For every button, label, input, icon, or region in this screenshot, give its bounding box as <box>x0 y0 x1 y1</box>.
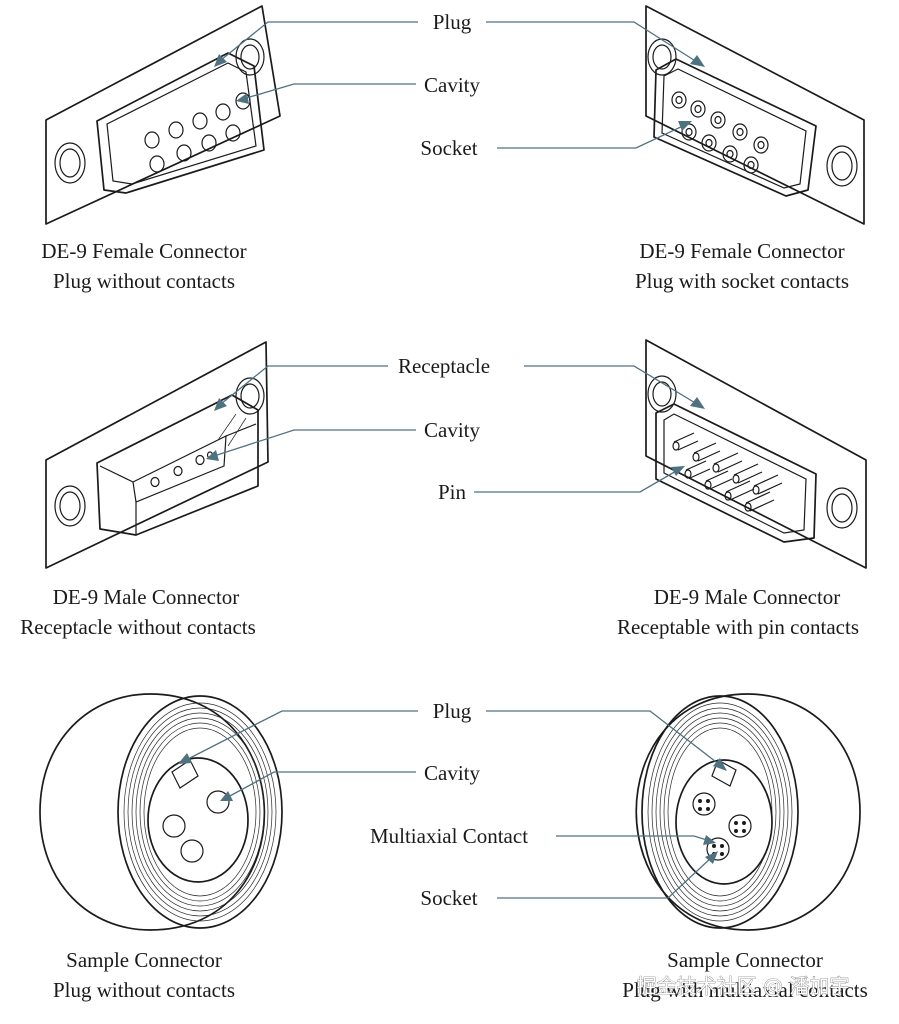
figure-captions: DE-9 Female Connector Plug without conta… <box>20 239 868 1002</box>
plug-cavities <box>162 790 230 863</box>
label-cavity: Cavity <box>424 761 480 785</box>
caption-title: Sample Connector <box>667 948 823 972</box>
caption-subtitle: Plug with multiaxial contacts <box>622 978 868 1002</box>
plug-threads <box>647 702 793 922</box>
label-plug: Plug <box>433 10 472 34</box>
caption-subtitle: Plug without contacts <box>53 269 235 293</box>
sample-connector-plug-without-contacts <box>39 693 283 931</box>
caption-subtitle: Plug without contacts <box>53 978 235 1002</box>
plug-threads <box>123 702 277 922</box>
panel-2-leaders <box>206 365 705 493</box>
label-cavity: Cavity <box>424 418 480 442</box>
de9-female-plug-with-socket-contacts <box>645 5 865 225</box>
label-pin: Pin <box>438 480 467 504</box>
callout-labels: Plug Cavity Socket Receptacle Cavity Pin… <box>370 10 528 910</box>
pin-contacts <box>672 432 783 512</box>
receptacle-cavities <box>150 451 214 488</box>
label-receptacle: Receptacle <box>398 354 490 378</box>
sample-connector-plug-with-multiaxial-contacts <box>635 693 861 931</box>
de9-male-receptacle-without-contacts <box>45 341 269 569</box>
caption-title: DE-9 Female Connector <box>639 239 844 263</box>
caption-title: DE-9 Male Connector <box>53 585 240 609</box>
de9-female-plug-without-contacts <box>45 5 281 225</box>
caption-title: Sample Connector <box>66 948 222 972</box>
label-cavity: Cavity <box>424 73 480 97</box>
panel-1-leaders <box>214 21 705 149</box>
caption-title: DE-9 Male Connector <box>654 585 841 609</box>
caption-title: DE-9 Female Connector <box>41 239 246 263</box>
caption-subtitle: Receptable with pin contacts <box>617 615 859 639</box>
watermark: 掘金技术社区 @ 潘加宇 <box>637 974 850 998</box>
caption-subtitle: Receptacle without contacts <box>20 615 256 639</box>
socket-contacts <box>671 91 769 174</box>
label-multiaxial-contact: Multiaxial Contact <box>370 824 528 848</box>
panel-3-leaders <box>178 710 727 899</box>
caption-subtitle: Plug with socket contacts <box>635 269 849 293</box>
de9-male-receptacle-with-pin-contacts <box>645 339 867 569</box>
label-socket: Socket <box>420 136 477 160</box>
label-socket: Socket <box>420 886 477 910</box>
label-plug: Plug <box>433 699 472 723</box>
